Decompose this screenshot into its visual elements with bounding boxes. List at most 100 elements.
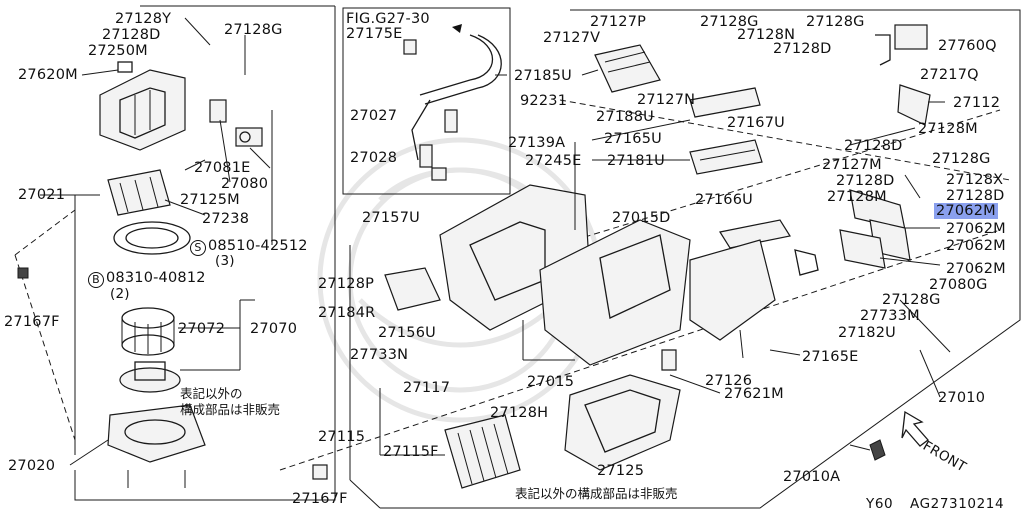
label-27167F: 27167F [4,314,60,330]
label-27127V: 27127V [543,30,601,46]
label-27128M-b: 27128M [827,189,887,205]
label-27165U: 27165U [604,131,662,147]
sensor-harness [794,174,921,276]
heater-panel-lower [689,139,763,175]
label-27128G-e: 27128G [882,292,941,308]
screw-marker: S [190,240,206,256]
label-27128G-b: 27128G [700,14,759,30]
blower-resistor [209,99,263,147]
label-27112: 27112 [953,95,1001,111]
label-27167F-b: 27167F [292,491,348,507]
label-27081E: 27081E [194,160,251,176]
label-27156U: 27156U [378,325,436,341]
label-27128X: 27128X [946,172,1004,188]
label-27115: 27115 [318,429,366,445]
heater-unit-case [439,184,776,366]
note-not-sold-line2: 構成部品は非販売 [180,402,281,417]
label-27126: 27126 [705,373,753,389]
mode-actuators [839,189,911,269]
label-27062M-highlighted[interactable]: 27062M [934,203,998,219]
blower-case-lower [107,404,206,488]
front-arrow-icon [901,410,929,447]
screw-part-number: 08510-42512 [208,238,308,254]
clips-27167F [17,267,328,480]
label-27127N: 27127N [637,92,696,108]
label-27733M: 27733M [860,308,920,324]
label-27010: 27010 [938,390,986,406]
intake-filter [107,169,171,216]
fan-wheel [121,307,175,356]
label-27166U: 27166U [695,192,753,208]
label-27238: 27238 [202,211,250,227]
fig-box [342,7,511,195]
figure-reference: FIG.G27-30 [346,11,430,27]
label-27181U: 27181U [607,153,665,169]
control-amplifier [875,24,928,66]
note-not-sold-line1: 表記以外の [180,386,243,401]
drain-hose [661,349,677,371]
label-92231: 92231 [520,93,568,109]
bolt-part-number: 08310-40812 [106,270,206,286]
main-unit-frame [279,9,1021,509]
label-27125M: 27125M [180,192,240,208]
bolt-marker: B [88,272,104,288]
label-27185U: 27185U [514,68,572,84]
label-27128G-d: 27128G [932,151,991,167]
label-27620M: 27620M [18,67,78,83]
label-27128D: 27128D [102,27,161,43]
label-27128D-b: 27128D [773,41,832,57]
label-27250M: 27250M [88,43,148,59]
vent-flap [384,267,441,311]
label-27245E: 27245E [525,153,582,169]
evaporator-core [594,44,661,93]
bolt-27010A [849,439,886,461]
arrow-indicator-icon [452,24,462,33]
label-qty-2: (2) [110,286,130,302]
label-27127P: 27127P [590,14,647,30]
gasket-ring [113,221,191,255]
aspirator-hoses [403,34,502,181]
label-27188U: 27188U [596,109,654,125]
footer-diagram-id: AG27310214 [910,496,1005,512]
label-27128G-c: 27128G [806,14,865,30]
blower-case-upper [99,61,186,151]
label-27028: 27028 [350,150,398,166]
label-qty-3: (3) [215,253,235,269]
label-27062M-d: 27062M [946,261,1006,277]
label-27217Q: 27217Q [920,67,979,83]
label-27128P: 27128P [318,276,375,292]
label-27165E: 27165E [802,349,859,365]
label-27128G: 27128G [224,22,283,38]
blower-assembly-frame [14,5,336,501]
label-27139A: 27139A [508,135,566,151]
label-27128D-c: 27128D [844,138,903,154]
label-27125: 27125 [597,463,645,479]
label-27128H: 27128H [490,405,549,421]
label-27062M-b: 27062M [946,221,1006,237]
cabin-air-filter [444,414,521,489]
leader-lines [68,17,951,466]
heater-panel-upper [689,87,761,118]
actuator-bracket [897,84,931,126]
blower-motor [119,361,181,393]
note-not-sold-bottom: 表記以外の構成部品は非販売 [515,486,678,501]
label-27760Q: 27760Q [938,38,997,54]
label-27015: 27015 [527,374,575,390]
footer-model-code: Y60 [866,496,894,512]
label-27128D-d: 27128D [836,173,895,189]
label-27621M: 27621M [724,386,784,402]
label-27072: 27072 [178,321,226,337]
label-27062M-c: 27062M [946,238,1006,254]
label-27080G: 27080G [929,277,988,293]
label-27080: 27080 [221,176,269,192]
mode-door-plate [719,219,791,249]
label-27128N: 27128N [737,27,796,43]
label-27117: 27117 [403,380,451,396]
label-27021: 27021 [18,187,66,203]
label-27182U: 27182U [838,325,896,341]
label-27128D-e: 27128D [946,188,1005,204]
label-27128Y: 27128Y [115,11,172,27]
label-27167U: 27167U [727,115,785,131]
